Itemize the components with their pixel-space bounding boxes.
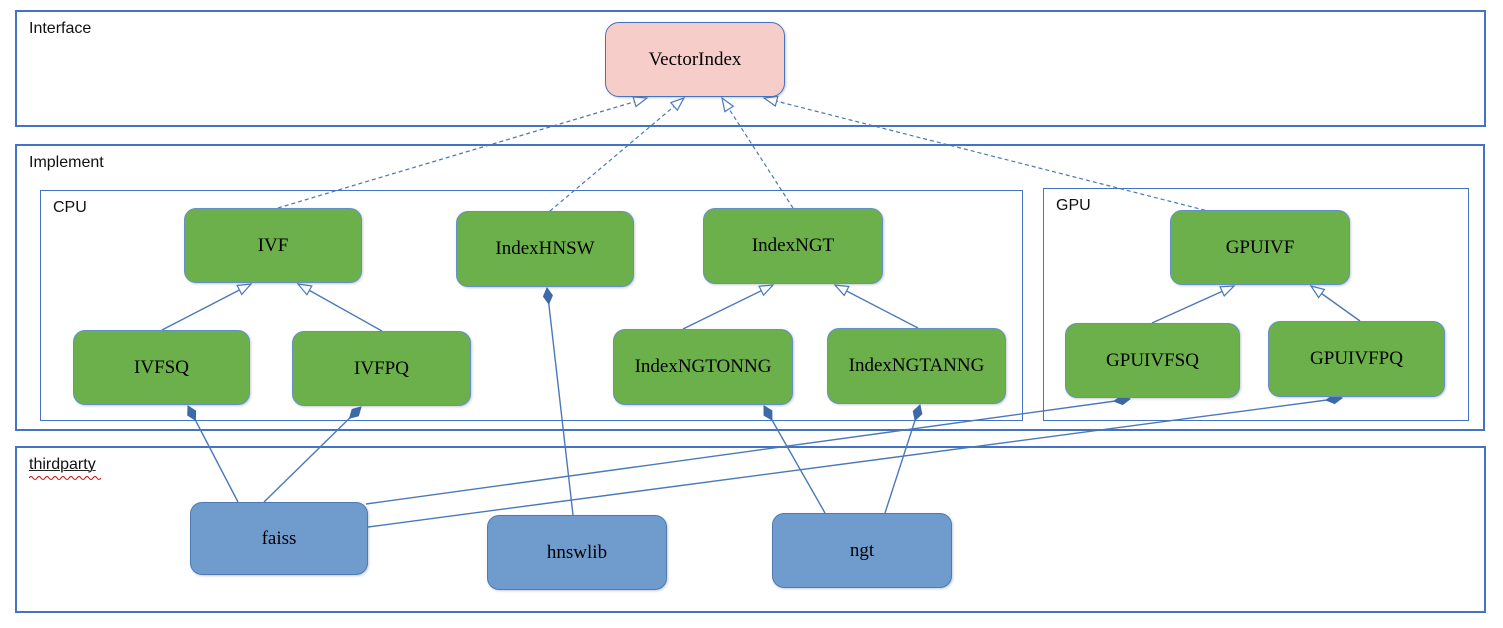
node-vectorindex: VectorIndex xyxy=(605,22,785,97)
container-thirdparty-label: thirdparty xyxy=(29,456,105,480)
node-gpuivf-label: GPUIVF xyxy=(1225,236,1295,258)
node-indexngtonng: IndexNGTONNG xyxy=(613,329,793,405)
node-indexhnsw-label: IndexHNSW xyxy=(495,238,595,259)
node-ngt-label: ngt xyxy=(849,539,875,561)
node-gpuivf: GPUIVF xyxy=(1170,210,1350,285)
node-ivfsq: IVFSQ xyxy=(73,330,250,405)
container-thirdparty-label-text: thirdparty xyxy=(29,456,96,473)
node-gpuivfsq-label: GPUIVFSQ xyxy=(1106,349,1199,371)
node-vectorindex-label: VectorIndex xyxy=(648,48,742,70)
container-gpu-label: GPU xyxy=(1056,197,1091,214)
node-faiss-label: faiss xyxy=(261,527,297,549)
node-gpuivfpq-label: GPUIVFPQ xyxy=(1310,348,1403,369)
node-gpuivfsq: GPUIVFSQ xyxy=(1065,323,1240,398)
node-ivf: IVF xyxy=(184,208,362,283)
node-hnswlib: hnswlib xyxy=(487,515,667,590)
container-cpu-label: CPU xyxy=(53,199,87,216)
container-implement-label: Implement xyxy=(29,154,104,171)
spellcheck-squiggle-icon xyxy=(29,476,102,480)
node-indexngt-label: IndexNGT xyxy=(751,235,835,256)
node-ivfsq-label: IVFSQ xyxy=(134,356,189,378)
node-gpuivfpq: GPUIVFPQ xyxy=(1268,321,1445,397)
node-ivfpq: IVFPQ xyxy=(292,331,471,406)
node-faiss: faiss xyxy=(190,502,368,575)
node-indexngtanng-label: IndexNGTANNG xyxy=(848,355,985,376)
node-hnswlib-label: hnswlib xyxy=(546,541,608,563)
node-indexngtonng-label: IndexNGTONNG xyxy=(634,356,772,377)
node-indexhnsw: IndexHNSW xyxy=(456,211,634,287)
node-ngt: ngt xyxy=(772,513,952,588)
container-interface-label: Interface xyxy=(29,20,92,37)
node-indexngtanng: IndexNGTANNG xyxy=(827,328,1006,404)
node-indexngt: IndexNGT xyxy=(703,208,883,284)
node-ivfpq-label: IVFPQ xyxy=(354,357,409,379)
node-ivf-label: IVF xyxy=(257,234,289,256)
